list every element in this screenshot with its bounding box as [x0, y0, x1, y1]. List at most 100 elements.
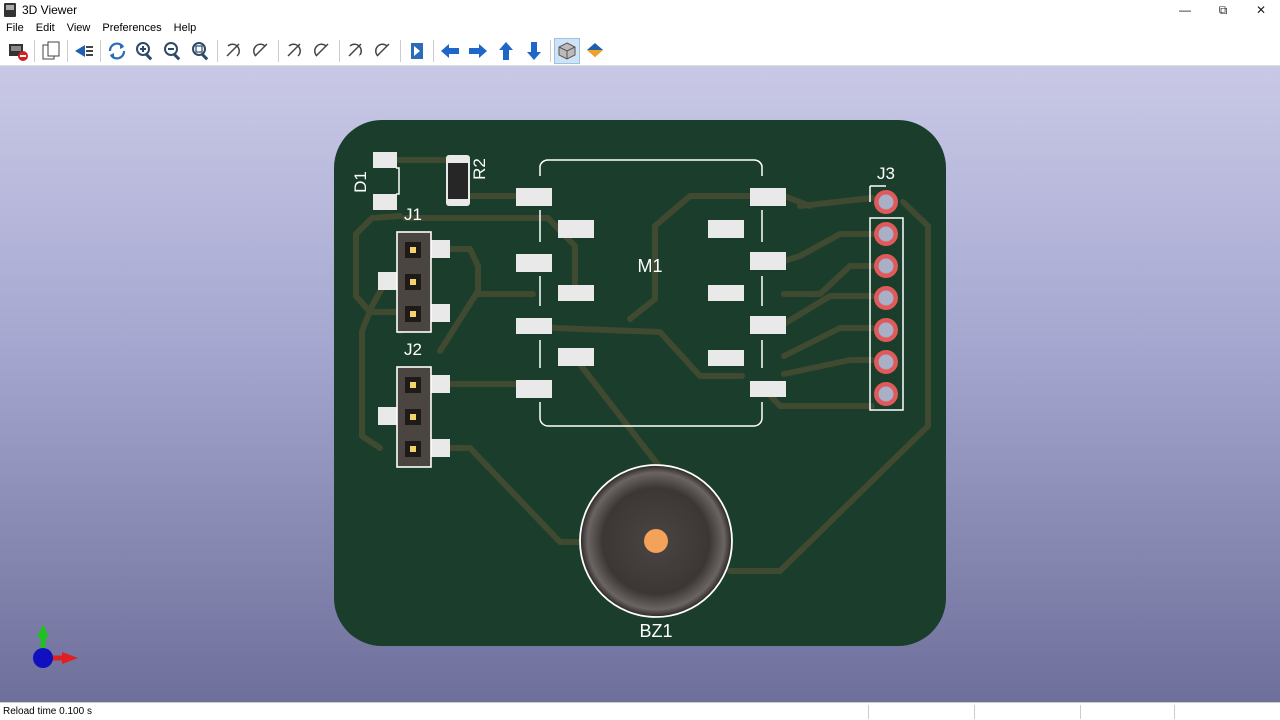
- flip-board-button[interactable]: [404, 38, 430, 64]
- status-cell: [974, 705, 975, 719]
- smd-pad: [378, 272, 400, 290]
- silkscreen-outline: [869, 185, 886, 202]
- header-pin-tip: [410, 247, 416, 253]
- rotate-y-cw-button[interactable]: Y: [282, 38, 308, 64]
- toolbar-separator: [217, 39, 218, 62]
- move-down-button[interactable]: [521, 38, 547, 64]
- component-d1: D1: [351, 152, 400, 210]
- label-bz1: BZ1: [639, 621, 672, 641]
- silkscreen-outline: [539, 411, 763, 427]
- silkscreen-outline: [396, 167, 400, 195]
- component-m1: M1: [516, 159, 786, 427]
- toolbar-separator: [339, 39, 340, 62]
- toolbar-separator: [34, 39, 35, 62]
- toolbar: X X Y Y Z Z: [0, 36, 1280, 66]
- rotate-y-ccw-button[interactable]: Y: [310, 38, 336, 64]
- menu-view[interactable]: View: [66, 22, 91, 34]
- layers-button[interactable]: [582, 38, 608, 64]
- smd-pad: [708, 220, 744, 238]
- smd-pad: [428, 240, 450, 258]
- smd-pad: [516, 380, 552, 398]
- through-hole-drill: [878, 290, 894, 306]
- through-hole-drill: [878, 386, 894, 402]
- smd-pad: [373, 152, 397, 168]
- orthographic-toggle[interactable]: [554, 37, 580, 64]
- render-options-button[interactable]: [5, 38, 31, 64]
- zoom-out-button[interactable]: [160, 38, 186, 64]
- trace: [627, 193, 769, 322]
- zoom-out-icon: [164, 41, 181, 60]
- svg-text:Z: Z: [385, 55, 390, 62]
- rotate-x-ccw-button[interactable]: X: [249, 38, 275, 64]
- trace: [781, 357, 875, 377]
- smd-pad: [516, 254, 552, 272]
- reload-button[interactable]: [104, 38, 130, 64]
- app-icon: [4, 3, 16, 17]
- trace: [781, 231, 875, 264]
- smd-pad: [708, 350, 744, 366]
- rotate-z-cw-button[interactable]: Z: [343, 38, 369, 64]
- minimize-button[interactable]: —: [1179, 3, 1191, 17]
- 3d-viewport[interactable]: D1 R2 J1 J2: [0, 66, 1280, 702]
- rotate-z-ccw-button[interactable]: Z: [371, 38, 397, 64]
- smd-pad: [516, 188, 552, 206]
- title-bar: 3D Viewer — ⧉ ✕: [0, 0, 1280, 20]
- through-hole-drill: [878, 258, 894, 274]
- raytracing-icon: [75, 44, 93, 57]
- zoom-in-button[interactable]: [132, 38, 158, 64]
- menu-bar: File Edit View Preferences Help: [0, 20, 1280, 36]
- header-pin-tip: [410, 446, 416, 452]
- label-m1: M1: [637, 256, 662, 276]
- label-j3: J3: [877, 164, 895, 183]
- trace: [781, 263, 875, 297]
- raytracing-button[interactable]: [71, 38, 97, 64]
- menu-file[interactable]: File: [6, 22, 24, 34]
- smd-pad: [373, 194, 397, 210]
- label-j1: J1: [404, 205, 422, 224]
- component-j2: J2: [378, 340, 450, 468]
- zoom-fit-button[interactable]: [188, 38, 214, 64]
- rotate-y-ccw-icon: Y: [314, 42, 329, 62]
- buzzer-center: [644, 529, 668, 553]
- close-button[interactable]: ✕: [1255, 3, 1267, 17]
- rotate-y-cw-icon: Y: [287, 42, 301, 62]
- flip-board-icon: [411, 42, 423, 59]
- header-pin-tip: [410, 414, 416, 420]
- header-pin-tip: [410, 311, 416, 317]
- move-left-button[interactable]: [437, 38, 463, 64]
- menu-preferences[interactable]: Preferences: [102, 22, 162, 34]
- through-hole-drill: [878, 194, 894, 210]
- label-j2: J2: [404, 340, 422, 359]
- move-up-button[interactable]: [493, 38, 519, 64]
- label-d1: D1: [351, 171, 370, 193]
- trace: [436, 445, 593, 545]
- svg-text:X: X: [263, 55, 268, 62]
- component-j3: J3: [869, 164, 904, 411]
- rotate-x-cw-button[interactable]: X: [221, 38, 247, 64]
- toolbar-separator: [278, 39, 279, 62]
- move-right-button[interactable]: [465, 38, 491, 64]
- maximize-button[interactable]: ⧉: [1218, 2, 1228, 17]
- menu-edit[interactable]: Edit: [35, 22, 55, 34]
- smd-pad: [558, 348, 594, 366]
- through-hole-drill: [878, 322, 894, 338]
- svg-text:Z: Z: [357, 55, 362, 62]
- trace: [781, 193, 813, 209]
- status-bar: Reload time 0.100 s: [0, 702, 1280, 720]
- svg-text:Y: Y: [324, 55, 329, 62]
- menu-help[interactable]: Help: [173, 22, 197, 34]
- reload-icon: [108, 42, 126, 59]
- label-r2: R2: [470, 158, 489, 180]
- smd-pad: [708, 285, 744, 301]
- trace: [436, 246, 481, 354]
- rotate-z-cw-icon: Z: [348, 42, 362, 62]
- trace: [359, 278, 389, 451]
- trace: [727, 199, 931, 574]
- smd-pad: [428, 304, 450, 322]
- pcb-board: [334, 120, 946, 646]
- rotate-z-ccw-icon: Z: [375, 42, 390, 62]
- orthographic-icon: [558, 41, 576, 60]
- rotate-x-cw-icon: X: [226, 42, 240, 62]
- copy-button[interactable]: [38, 38, 64, 64]
- status-cell: [1174, 705, 1175, 719]
